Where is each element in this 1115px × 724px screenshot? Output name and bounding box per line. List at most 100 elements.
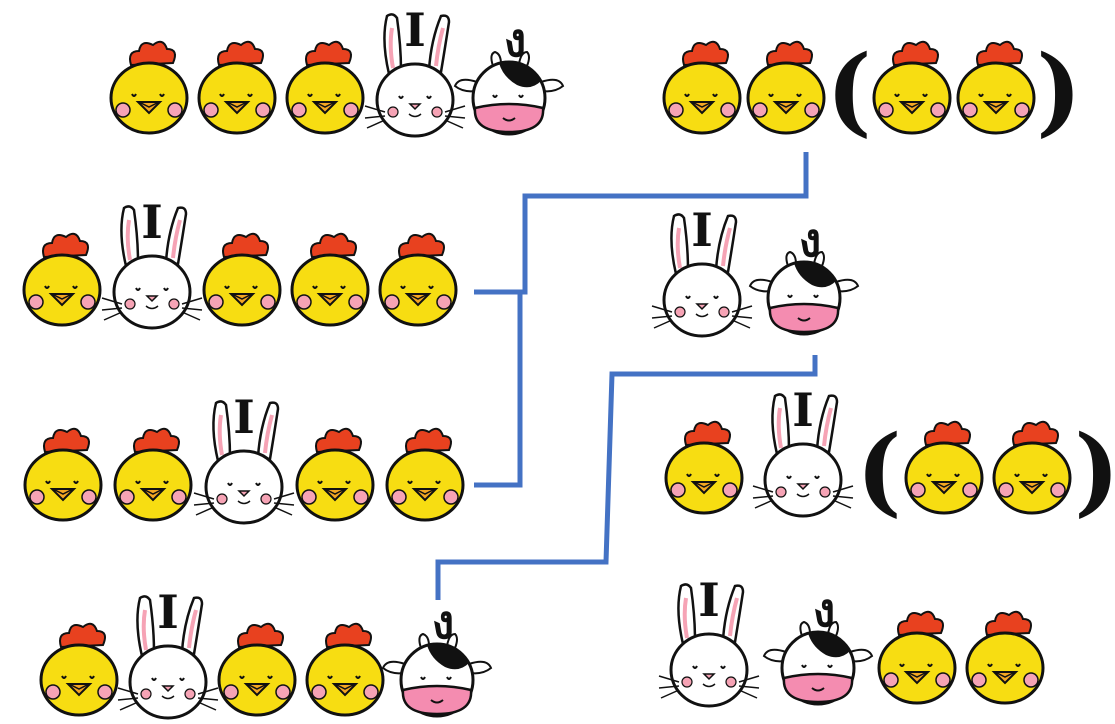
chick-icon [39,622,119,717]
bunny-icon: I [117,585,219,720]
chick-head [872,61,952,135]
chick-comb [133,427,180,454]
chick-icon [202,232,282,327]
parenthesis-text: ) [1036,34,1081,147]
sequence-6: I () [664,383,1115,527]
parenthesis: ) [1074,414,1115,527]
cow-muzzle [473,102,545,134]
chick-icon [662,40,742,135]
bunny-icon: I [193,390,295,525]
bunny-head [669,632,749,708]
chick-icon [290,232,370,327]
chick-icon [746,40,826,135]
cow-icon: ง [748,213,860,336]
chick-head [39,643,119,717]
chick-icon [904,420,984,515]
chick-head [285,61,365,135]
chick-comb [325,622,372,649]
chick-icon [22,232,102,327]
bunny-mark: I [404,3,426,57]
chick-head [109,61,189,135]
bunny-head [204,449,284,525]
bunny-ear [136,595,156,658]
chick-head [956,61,1036,135]
bunny-icon: I [651,203,753,338]
chick-icon [217,622,297,717]
chick-head [662,61,742,135]
chick-icon [385,427,465,522]
bunny-head [375,62,455,138]
chick-icon [197,40,277,135]
bunny-head [112,254,192,330]
connector-a [474,152,809,488]
bunny-icon: I [658,573,760,708]
chick-head [904,441,984,515]
sequence-5: I [23,390,465,525]
bunny-ear [670,213,690,276]
bunny-mark: I [157,585,179,639]
chick-head [965,631,1045,705]
parenthesis: ( [826,34,871,147]
chick-head [202,253,282,327]
chick-head [197,61,277,135]
chick-head [22,253,102,327]
bunny-head [662,262,742,338]
chick-comb [310,232,357,259]
cow-muzzle [401,684,473,716]
parenthesis: ( [856,414,901,527]
chick-comb [43,427,90,454]
bunny-icon: I [101,195,203,330]
chick-comb [237,622,284,649]
chick-comb [217,40,264,67]
chick-icon [378,232,458,327]
chick-head [295,448,375,522]
connector-b [435,355,818,600]
parenthesis-text: ) [1074,414,1115,527]
chick-head [23,448,103,522]
chick-icon [109,40,189,135]
cow-spot [499,61,541,88]
chick-icon [113,427,193,522]
chick-icon [877,610,957,705]
bunny-mark: I [141,195,163,249]
chick-head [217,643,297,717]
bunny-ear [771,393,791,456]
chick-icon [285,40,365,135]
cow-mark: ง [799,213,821,267]
bunny-mark: I [792,383,814,437]
chick-comb [59,622,106,649]
chick-comb [985,610,1032,637]
chick-comb [897,610,944,637]
chick-icon [305,622,385,717]
chick-comb [684,420,731,447]
chick-head [385,448,465,522]
chick-icon [23,427,103,522]
sequence-2: () [662,34,1082,147]
chick-comb [1012,420,1059,447]
chick-head [664,441,744,515]
connector-line [474,292,523,488]
chick-head [992,441,1072,515]
chick-comb [924,420,971,447]
chick-head [290,253,370,327]
chick-comb [398,232,445,259]
cow-mark: ง [432,595,454,649]
chick-comb [892,40,939,67]
chick-comb [766,40,813,67]
bunny-mark: I [691,203,713,257]
cow-muzzle [768,302,840,334]
bunny-ear [212,400,232,463]
cow-icon: ง [381,595,493,718]
cow-spot [794,261,836,288]
bunny-head [128,644,208,720]
connector-line [435,355,818,600]
bunny-ear [383,13,403,76]
chick-comb [42,232,89,259]
cow-icon: ง [453,13,565,136]
cow-spot [427,643,469,670]
cow-mark: ง [504,13,526,67]
chick-icon [992,420,1072,515]
chick-head [877,631,957,705]
